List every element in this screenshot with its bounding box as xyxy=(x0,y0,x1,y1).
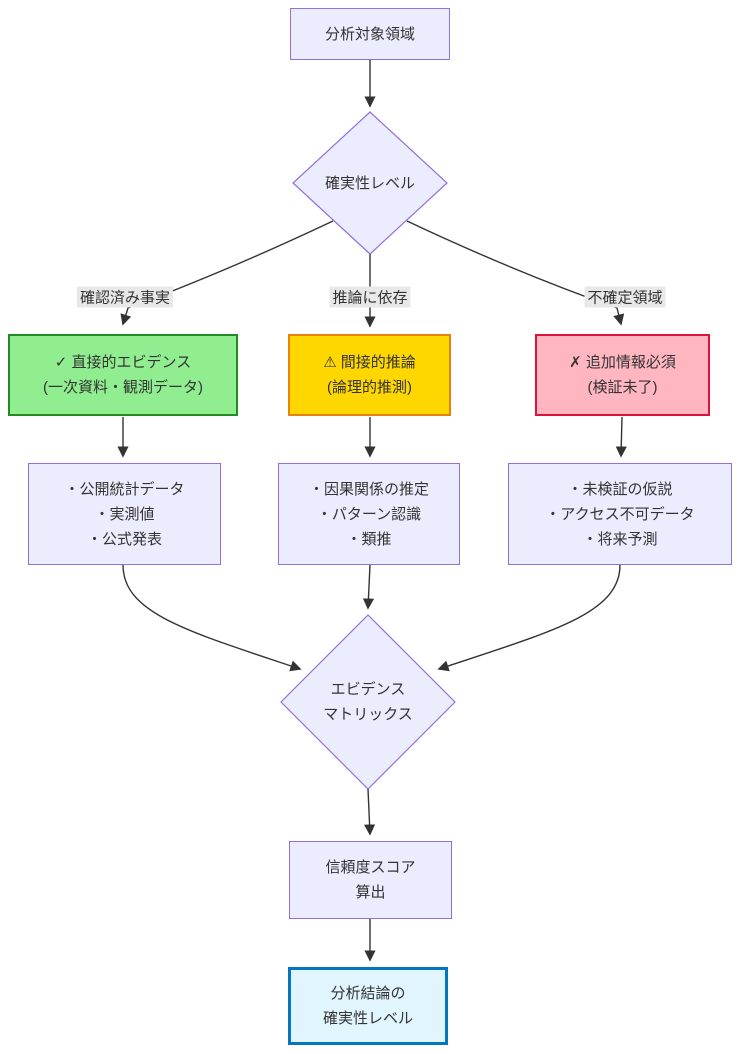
edge-items3-to-matrix xyxy=(437,564,621,672)
node-indirect-items-line3: ・類推 xyxy=(346,530,392,548)
node-indirect-inference-line2: (論理的推測) xyxy=(327,379,412,396)
node-conclusion-certainty-line2: 確実性レベル xyxy=(322,1010,413,1027)
node-indirect-items-line2: ・パターン認識 xyxy=(316,505,422,523)
node-confidence-score-line2: 算出 xyxy=(355,884,386,901)
edge-matrix-to-score xyxy=(363,788,376,836)
node-certainty-level-label: 確実性レベル xyxy=(324,174,415,192)
node-analysis-target-label: 分析対象領域 xyxy=(324,25,415,43)
edge-label-uncertain-area: 不確定領域 xyxy=(584,286,666,308)
edge-items2-to-matrix xyxy=(362,564,375,610)
node-direct-items-line3: ・公式発表 xyxy=(86,530,162,548)
node-additional-info-required: ✗ 追加情報必須 (検証未了) xyxy=(535,334,710,416)
node-direct-items: ・公開統計データ ・実測値 ・公式発表 xyxy=(28,463,221,565)
node-indirect-items-line1: ・因果関係の推定 xyxy=(308,480,429,498)
node-indirect-items: ・因果関係の推定 ・パターン認識 ・類推 xyxy=(278,463,460,565)
node-direct-evidence-line2: (一次資料・観測データ) xyxy=(43,379,203,396)
node-additional-info-required-line1: ✗ 追加情報必須 xyxy=(569,354,676,371)
node-indirect-inference: ⚠ 間接的推論 (論理的推測) xyxy=(288,334,451,416)
node-evidence-matrix: エビデンス マトリックス xyxy=(281,615,455,789)
node-confidence-score-line1: 信頼度スコア xyxy=(325,859,416,876)
edge-label-depends-on-inference: 推論に依存 xyxy=(329,286,411,308)
node-direct-items-line1: ・公開統計データ xyxy=(64,480,185,498)
node-direct-evidence: ✓ 直接的エビデンス (一次資料・観測データ) xyxy=(8,334,238,416)
node-certainty-level: 確実性レベル xyxy=(293,112,447,254)
node-indirect-inference-line1: ⚠ 間接的推論 xyxy=(323,354,416,371)
node-conclusion-certainty-line1: 分析結論の xyxy=(330,985,406,1002)
node-required-items: ・未検証の仮説 ・アクセス不可データ ・将来予測 xyxy=(508,463,732,565)
node-required-items-line2: ・アクセス不可データ xyxy=(545,505,695,523)
node-required-items-line1: ・未検証の仮説 xyxy=(567,480,673,498)
node-direct-evidence-line1: ✓ 直接的エビデンス xyxy=(54,354,192,371)
node-required-items-line3: ・将来予測 xyxy=(582,530,658,548)
node-analysis-target: 分析対象領域 xyxy=(290,8,450,60)
node-evidence-matrix-line1: エビデンス xyxy=(330,681,406,698)
edge-label-confirmed-facts: 確認済み事実 xyxy=(76,286,174,308)
node-direct-items-line2: ・実測値 xyxy=(94,505,155,523)
node-conclusion-certainty: 分析結論の 確実性レベル xyxy=(288,967,448,1045)
edge-items1-to-matrix xyxy=(122,564,302,672)
node-evidence-matrix-line2: マトリックス xyxy=(323,706,413,723)
node-additional-info-required-line2: (検証未了) xyxy=(587,379,658,396)
edge-required-to-items xyxy=(615,416,627,458)
node-confidence-score: 信頼度スコア 算出 xyxy=(289,841,452,919)
